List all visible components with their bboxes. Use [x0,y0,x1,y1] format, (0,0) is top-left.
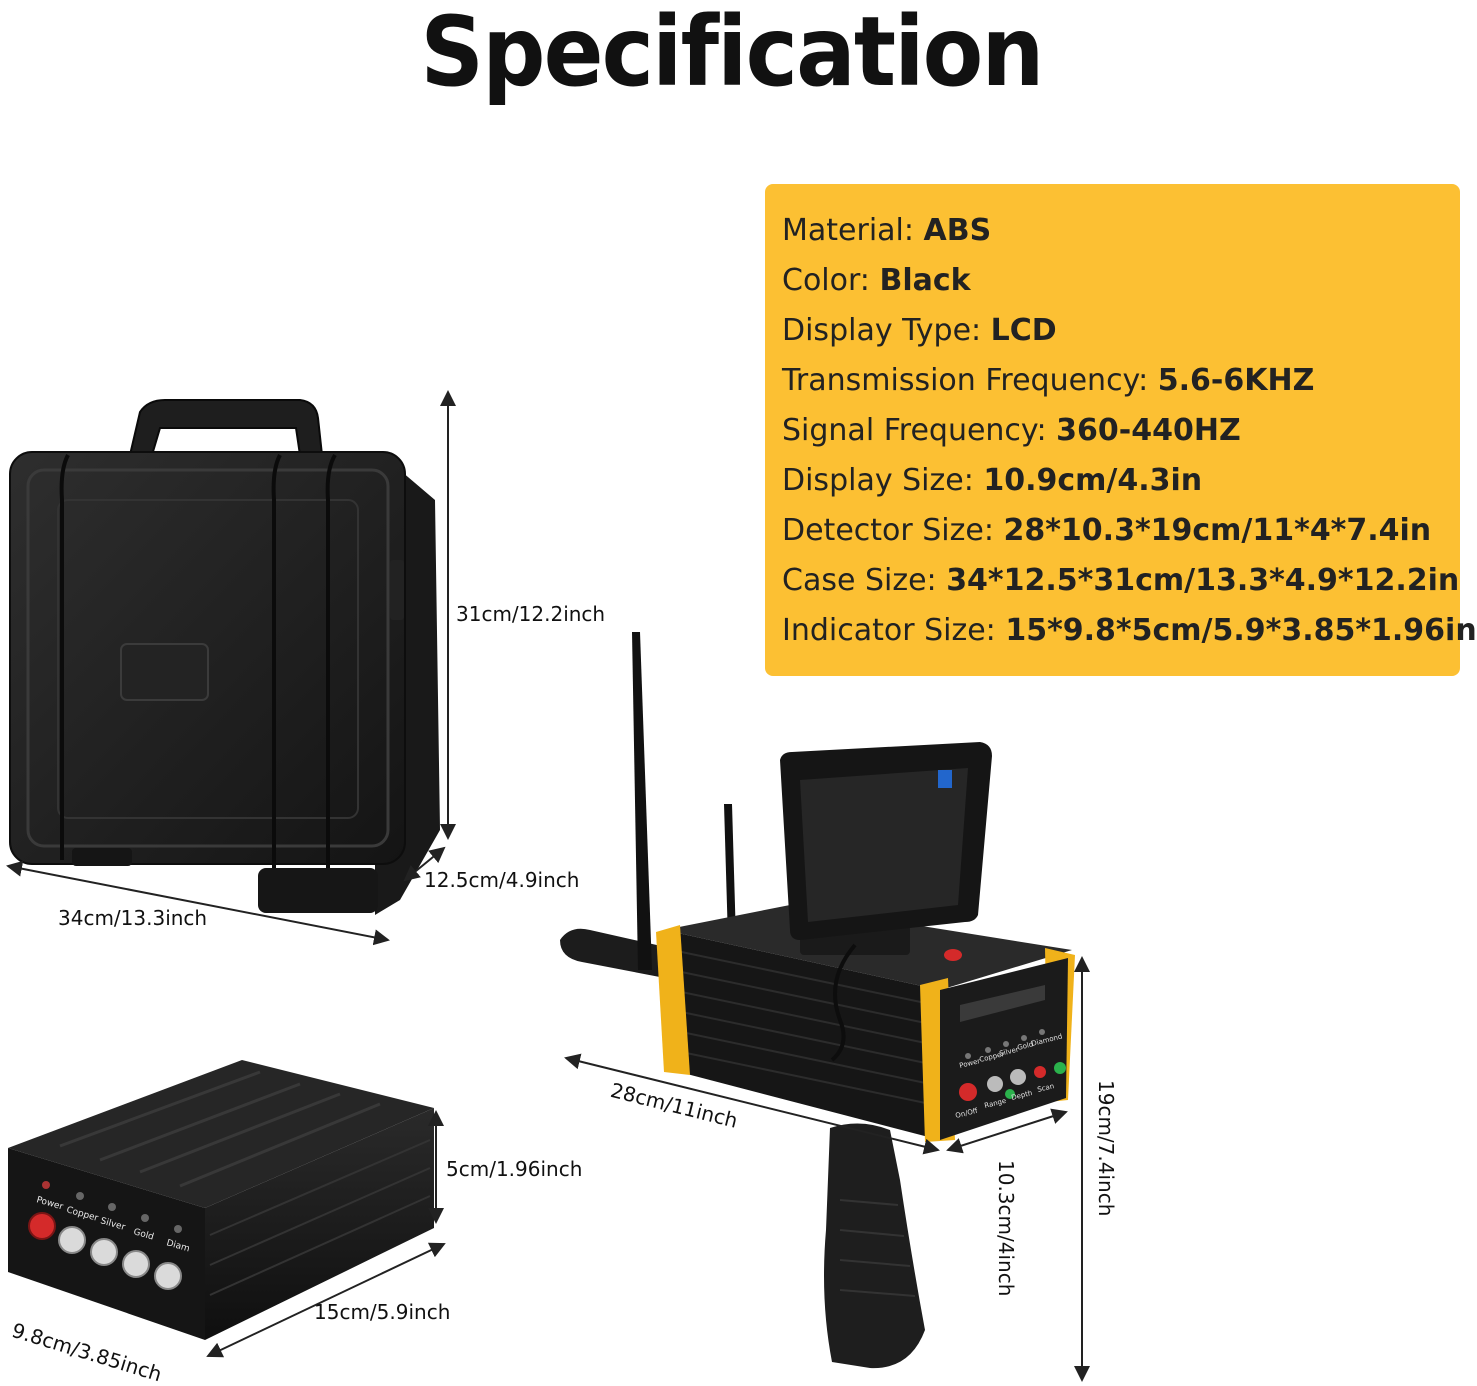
spec-value: 15*9.8*5cm/5.9*3.85*1.96in [1005,613,1477,648]
case-depth-line [403,846,446,882]
indicator-length-label: 15cm/5.9inch [314,1300,451,1324]
spec-label: Case Size: [782,563,947,598]
spec-label: Indicator Size: [782,613,1006,648]
spec-row-display-size: Display Size: 10.9cm/4.3in [782,456,1460,506]
indicator-length-line [206,1242,446,1358]
indicator-box [8,1060,434,1340]
page-title: Specification [420,0,1044,108]
case-height-label: 31cm/12.2inch [456,602,606,626]
spec-label: Transmission Frequency: [782,363,1158,398]
spec-value: 34*12.5*31cm/13.3*4.9*12.2in [946,563,1460,598]
spec-row-signal-frequency: Signal Frequency: 360-440HZ [782,406,1460,456]
spec-row-indicator-size: Indicator Size: 15*9.8*5cm/5.9*3.85*1.96… [782,606,1477,656]
indicator-height-label: 5cm/1.96inch [446,1157,583,1181]
spec-value: ABS [923,213,992,248]
spec-label: Material: [782,213,924,248]
spec-value: 360-440HZ [1056,413,1241,448]
detector-length-line [564,1053,940,1155]
spec-value: 28*10.3*19cm/11*4*7.4in [1003,513,1432,548]
spec-row-color: Color: Black [782,256,1460,306]
detector-width-line [946,1108,1068,1154]
spec-label: Color: [782,263,880,298]
spec-value: 5.6-6KHZ [1157,363,1315,398]
spec-label: Display Type: [782,313,991,348]
spec-row-material: Material: ABS [782,206,1460,256]
spec-value: LCD [990,313,1057,348]
spec-label: Display Size: [782,463,984,498]
detector-label-gold: Gold [1017,1040,1035,1052]
detector-label-scan: Scan [1037,1082,1055,1094]
spec-label: Signal Frequency: [782,413,1057,448]
spec-row-detector-size: Detector Size: 28*10.3*19cm/11*4*7.4in [782,506,1460,556]
spec-value: Black [879,263,971,298]
detector-height-label: 19cm/7.4inch [1094,1080,1118,1217]
spec-row-case-size: Case Size: 34*12.5*31cm/13.3*4.9*12.2in [782,556,1460,606]
specification-panel: Material: ABS Color: Black Display Type:… [765,184,1477,676]
detector-width-label: 10.3cm/4inch [994,1160,1018,1297]
case-width-line [6,860,390,946]
spec-label: Detector Size: [782,513,1004,548]
spec-row-display-type: Display Type: LCD [782,306,1460,356]
case-depth-label: 12.5cm/4.9inch [424,868,580,892]
spec-row-transmission-frequency: Transmission Frequency: 5.6-6KHZ [782,356,1460,406]
spec-value: 10.9cm/4.3in [983,463,1203,498]
case-width-label: 34cm/13.3inch [58,906,208,930]
carry-case [9,399,440,915]
detector-device [560,632,1075,1369]
